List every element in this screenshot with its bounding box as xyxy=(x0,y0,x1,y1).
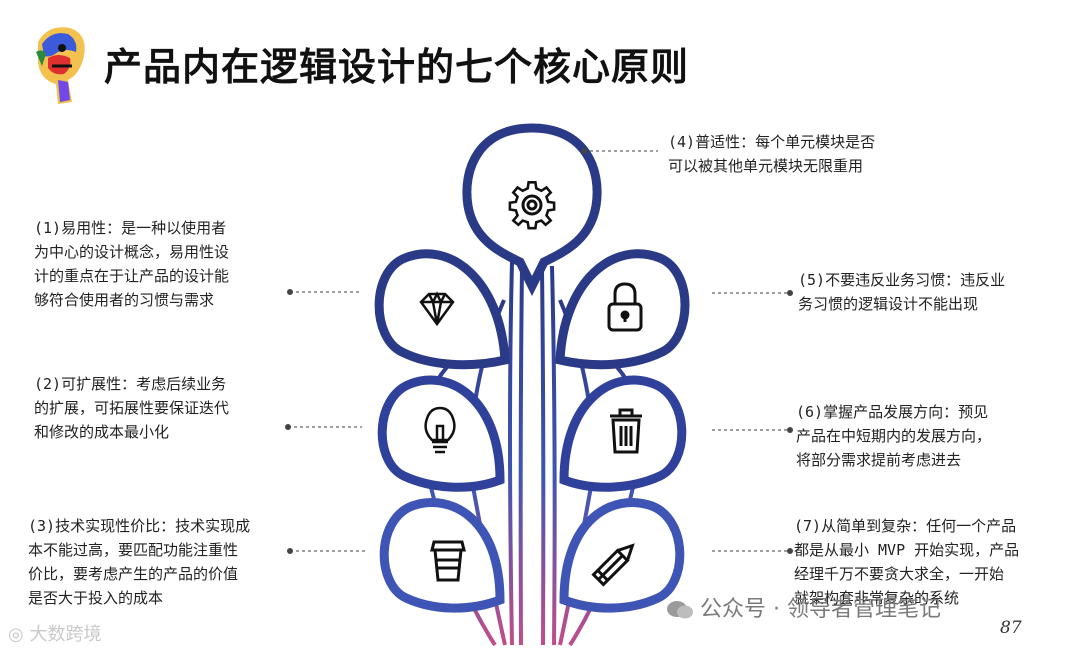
principle-5-text: (5)不要违反业务习惯：违反业 务习惯的逻辑设计不能出现 xyxy=(798,271,1006,313)
principle-1-text: (1)易用性：是一种以使用者 为中心的设计概念，易用性设 计的重点在于让产品的设… xyxy=(34,219,230,309)
node-padlock xyxy=(555,249,690,370)
node-diamond xyxy=(374,249,510,370)
connector-lines xyxy=(288,150,790,552)
trash-can-icon xyxy=(610,408,642,454)
connector-dots xyxy=(285,148,793,554)
node-lightbulb xyxy=(377,375,505,492)
colorful-face-logo xyxy=(36,27,85,104)
weibo-icon: ◎ xyxy=(8,624,24,645)
watermark-left: ◎ 大数跨境 xyxy=(8,624,102,645)
watermark-right: 公众号 · 领导者管理笔记 xyxy=(666,591,941,623)
node-coffee-cup xyxy=(379,498,505,613)
principle-4-text: (4)普适性：每个单元模块是否 可以被其他单元模块无限重用 xyxy=(668,133,876,175)
wechat-icon xyxy=(667,601,693,619)
page-title: 产品内在逻辑设计的七个核心原则 xyxy=(104,44,690,89)
padlock-icon xyxy=(607,282,643,332)
principle-6-text: (6)掌握产品发展方向：预见 产品在中短期内的发展方向， 将部分需求提前考虑进去 xyxy=(796,403,992,469)
diamond-icon xyxy=(419,291,455,327)
coffee-cup-icon xyxy=(430,540,466,582)
page-number: 87 xyxy=(1000,618,1022,638)
principle-2-text: (2)可扩展性：考虑后续业务 的扩展，可拓展性要保证迭代 和修改的成本最小化 xyxy=(34,375,230,441)
lightbulb-icon xyxy=(424,406,456,454)
node-gear xyxy=(462,123,602,297)
pencil-icon xyxy=(591,543,635,587)
node-trash-can xyxy=(559,375,687,492)
gear-icon xyxy=(508,181,556,230)
principle-7-text: (7)从简单到复杂：任何一个产品 都是从最小 MVP 开始实现，产品 经理千万不… xyxy=(794,517,1020,607)
principle-3-text: (3)技术实现性价比：技术实现成 本不能过高，要匹配功能注重性 价比，要考虑产生… xyxy=(28,517,251,607)
